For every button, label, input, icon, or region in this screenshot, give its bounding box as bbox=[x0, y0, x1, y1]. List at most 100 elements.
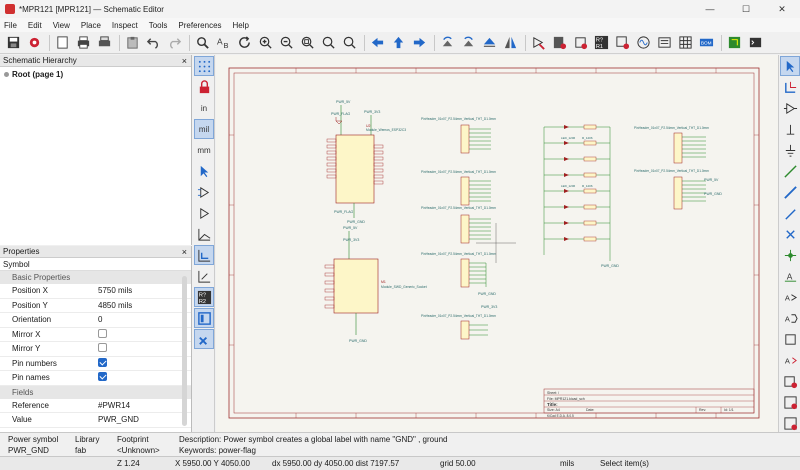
add-sheet-pin-button[interactable]: A bbox=[780, 350, 800, 370]
bom-table-button[interactable] bbox=[676, 33, 695, 52]
import-sheet-pin-button[interactable] bbox=[780, 371, 800, 391]
grid-override-button[interactable] bbox=[194, 77, 214, 97]
prop-orientation-value[interactable]: 0 bbox=[98, 315, 103, 325]
add-bus-entry-button[interactable] bbox=[780, 203, 800, 223]
pin-names-checkbox[interactable] bbox=[98, 372, 107, 382]
erc-button[interactable] bbox=[613, 33, 632, 52]
menu-tools[interactable]: Tools bbox=[148, 20, 168, 30]
prop-position-y-value[interactable]: 4850 mils bbox=[98, 300, 133, 310]
mirror-v-button[interactable] bbox=[480, 33, 499, 52]
grid-toggle-button[interactable] bbox=[194, 56, 214, 76]
zoom-area-button[interactable] bbox=[340, 33, 359, 52]
esp32-module-symbol[interactable]: PWR_5V PWR_FLAG PWR_3V3 U2 Module_Wemos_… bbox=[326, 100, 406, 224]
add-label-button[interactable]: A bbox=[780, 266, 800, 286]
menu-inspect[interactable]: Inspect bbox=[111, 20, 138, 30]
nav-up-button[interactable] bbox=[389, 33, 408, 52]
show-hidden-fields-button[interactable] bbox=[194, 203, 214, 223]
rotate-ccw-button[interactable] bbox=[438, 33, 457, 52]
scripting-console-button[interactable] bbox=[746, 33, 765, 52]
pcb-editor-button[interactable] bbox=[725, 33, 744, 52]
hierarchy-root-item[interactable]: Root (page 1) bbox=[4, 70, 191, 79]
rotate-cw-button[interactable] bbox=[459, 33, 478, 52]
annotate-button[interactable]: R?R1 bbox=[592, 33, 611, 52]
annotate-auto-button[interactable]: R?R2 bbox=[194, 287, 214, 307]
select-tool-button[interactable] bbox=[780, 56, 800, 76]
refresh-button[interactable] bbox=[235, 33, 254, 52]
menu-view[interactable]: View bbox=[52, 20, 70, 30]
right-pin-headers[interactable]: PinHeader_01x07_P2.54mm_Vertical_THT_D1.… bbox=[634, 126, 722, 210]
save-button[interactable] bbox=[4, 33, 23, 52]
add-sheet-button[interactable] bbox=[780, 329, 800, 349]
swd-module-symbol[interactable]: PWR_5V PWR_3V3 M1 Module_SWD_Generic_Soc… bbox=[324, 226, 427, 343]
undo-button[interactable] bbox=[144, 33, 163, 52]
nav-forward-button[interactable] bbox=[410, 33, 429, 52]
paste-button[interactable] bbox=[123, 33, 142, 52]
plot-button[interactable] bbox=[95, 33, 114, 52]
line-mode-90-button[interactable] bbox=[194, 245, 214, 265]
prop-value-value[interactable]: PWR_GND bbox=[98, 415, 139, 425]
units-mil-button[interactable]: mil bbox=[194, 119, 214, 139]
menu-edit[interactable]: Edit bbox=[27, 20, 42, 30]
maximize-button[interactable]: ☐ bbox=[741, 3, 751, 14]
add-global-label-button[interactable]: A bbox=[780, 287, 800, 307]
hierarchy-close-button[interactable]: × bbox=[181, 55, 187, 66]
menu-place[interactable]: Place bbox=[80, 20, 101, 30]
page-settings-button[interactable] bbox=[53, 33, 72, 52]
pin-header-column[interactable]: PinHeader_01x07_P2.54mm_Vertical_THT_D1.… bbox=[421, 117, 497, 340]
pin-numbers-checkbox[interactable] bbox=[98, 357, 107, 367]
menu-help[interactable]: Help bbox=[232, 20, 249, 30]
zoom-in-button[interactable] bbox=[256, 33, 275, 52]
menu-preferences[interactable]: Preferences bbox=[178, 20, 222, 30]
add-no-connect-button[interactable] bbox=[780, 224, 800, 244]
units-mm-button[interactable]: mm bbox=[197, 145, 211, 155]
schematic-setup-button[interactable] bbox=[25, 33, 44, 52]
add-graphic-button[interactable] bbox=[780, 413, 800, 433]
add-junction-button[interactable] bbox=[780, 245, 800, 265]
prop-reference[interactable]: Reference#PWR14 bbox=[0, 399, 191, 413]
nav-back-button[interactable] bbox=[368, 33, 387, 52]
add-bus-button[interactable] bbox=[780, 182, 800, 202]
assign-footprints-button[interactable] bbox=[655, 33, 674, 52]
schematic-canvas[interactable]: PWR_5V PWR_FLAG PWR_3V3 U2 Module_Wemos_… bbox=[216, 55, 778, 432]
prop-position-x-value[interactable]: 5750 mils bbox=[98, 286, 133, 296]
menu-file[interactable]: File bbox=[4, 20, 17, 30]
line-mode-45-button[interactable] bbox=[194, 266, 214, 286]
footprint-browser-button[interactable] bbox=[571, 33, 590, 52]
zoom-out-button[interactable] bbox=[277, 33, 296, 52]
mirror-x-checkbox[interactable] bbox=[98, 328, 107, 338]
properties-panel-toggle-button[interactable] bbox=[194, 329, 214, 349]
schematic-drawing[interactable]: PWR_5V PWR_FLAG PWR_3V3 U2 Module_Wemos_… bbox=[216, 55, 778, 432]
add-wire-button[interactable] bbox=[780, 161, 800, 181]
add-symbol-button[interactable] bbox=[780, 98, 800, 118]
mirror-y-checkbox[interactable] bbox=[98, 343, 107, 353]
bom-button[interactable]: BOM bbox=[697, 33, 716, 52]
simulator-button[interactable] bbox=[634, 33, 653, 52]
group-basic-properties[interactable]: Basic Properties bbox=[0, 271, 191, 284]
add-power-button[interactable] bbox=[780, 119, 800, 139]
print-button[interactable] bbox=[74, 33, 93, 52]
mirror-h-button[interactable] bbox=[501, 33, 520, 52]
highlight-net-button[interactable] bbox=[780, 77, 800, 97]
symbol-library-button[interactable] bbox=[550, 33, 569, 52]
symbol-editor-button[interactable] bbox=[529, 33, 548, 52]
title-block[interactable]: Sheet: / File: MPR121.kicad_sch Title: S… bbox=[543, 388, 755, 418]
redo-button[interactable] bbox=[165, 33, 184, 52]
prop-reference-value[interactable]: #PWR14 bbox=[98, 400, 131, 410]
find-button[interactable] bbox=[193, 33, 212, 52]
units-inch-button[interactable]: in bbox=[200, 103, 208, 113]
add-text-button[interactable] bbox=[780, 392, 800, 412]
cursor-style-button[interactable] bbox=[194, 161, 214, 181]
led-resistor-array[interactable]: LED_1206 R_1206 LED_1206 R_1206 PWR_GND bbox=[543, 124, 619, 268]
zoom-objects-button[interactable] bbox=[319, 33, 338, 52]
properties-scrollbar[interactable] bbox=[182, 276, 187, 426]
show-hidden-pins-button[interactable] bbox=[194, 182, 214, 202]
line-mode-free-button[interactable] bbox=[194, 224, 214, 244]
hierarchy-panel-toggle-button[interactable] bbox=[194, 308, 214, 328]
properties-close-button[interactable]: × bbox=[181, 246, 187, 257]
close-window-button[interactable]: ✕ bbox=[778, 3, 786, 14]
zoom-fit-button[interactable] bbox=[298, 33, 317, 52]
